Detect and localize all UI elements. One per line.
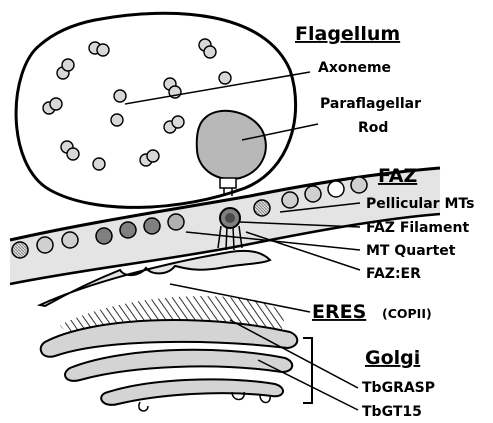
paraflagellar-label: Paraflagellar xyxy=(320,96,421,112)
paraflagellar-rod xyxy=(197,111,266,179)
golgi-heading: Golgi xyxy=(365,347,420,369)
tbgrasp-label: TbGRASP xyxy=(362,380,435,396)
flagellum-heading: Flagellum xyxy=(295,23,400,45)
copii-label: (COPII) xyxy=(382,306,432,321)
golgi-cisterna-2 xyxy=(65,350,292,381)
faz-er-label: FAZ:ER xyxy=(366,266,421,282)
faz-filament-label: FAZ Filament xyxy=(366,220,469,236)
tbgt15-label: TbGT15 xyxy=(362,404,422,420)
pellicular-mts-label: Pellicular MTs xyxy=(366,196,474,212)
golgi-cisterna-3 xyxy=(101,379,283,405)
eres-heading: ERES xyxy=(312,301,366,323)
golgi-bracket xyxy=(303,338,312,403)
mt-quartet-label: MT Quartet xyxy=(366,243,456,259)
faz-filament-core xyxy=(225,213,235,223)
rod-label: Rod xyxy=(358,120,388,136)
faz-heading: FAZ xyxy=(378,165,417,187)
axoneme-label: Axoneme xyxy=(318,60,391,76)
